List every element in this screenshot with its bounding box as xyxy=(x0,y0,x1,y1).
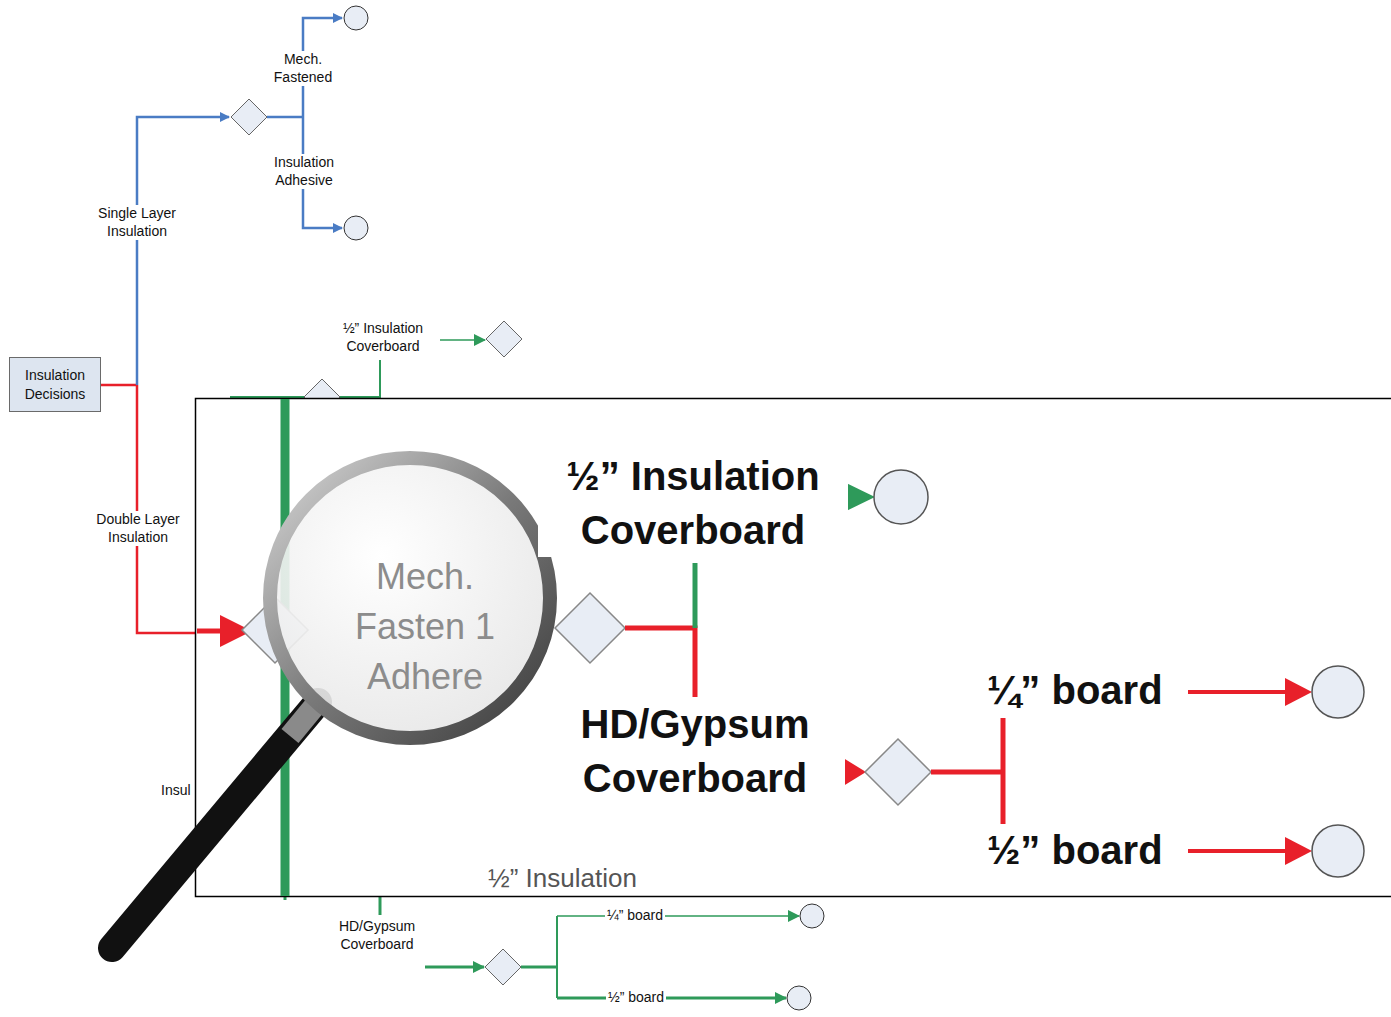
red-line xyxy=(1001,718,1006,824)
red-line xyxy=(1188,690,1290,694)
green-arrow xyxy=(440,339,485,341)
zoom-inset xyxy=(196,399,1391,897)
branch-label: Double Layer Insulation xyxy=(83,511,193,546)
blue-arrow xyxy=(137,117,229,385)
arrow-head xyxy=(1285,837,1312,865)
green-line xyxy=(521,966,557,969)
decision-diamond xyxy=(485,949,521,985)
end-circle xyxy=(787,986,811,1010)
green-arrow xyxy=(557,915,799,917)
zoom-label: ½” Insulation Coverboard xyxy=(538,449,848,557)
end-circle xyxy=(344,216,368,240)
branch-label: Mech. Fastened xyxy=(258,51,348,86)
magnified-text: Mech. Fasten 1 Adhere xyxy=(315,552,535,702)
decision-diamond xyxy=(486,321,522,357)
partial-label: Insul xyxy=(159,782,193,800)
process-box: Insulation Decisions xyxy=(9,357,101,412)
end-circle xyxy=(1312,825,1364,877)
end-circle xyxy=(1312,666,1364,718)
red-line xyxy=(1188,849,1290,853)
zoom-label: ¼” board xyxy=(985,665,1165,715)
arrow-head xyxy=(1285,678,1312,706)
red-line xyxy=(101,384,137,387)
decision-diamond xyxy=(865,739,931,805)
branch-label: ½” Insulation Coverboard xyxy=(328,320,438,355)
green-line xyxy=(230,360,380,397)
box-text: Insulation Decisions xyxy=(14,366,96,402)
branch-label: Single Layer Insulation xyxy=(82,205,192,240)
magnifier-handle xyxy=(112,702,318,948)
green-line xyxy=(693,563,698,628)
branch-label: Insulation Adhesive xyxy=(259,154,349,189)
zoom-label: ½” board xyxy=(985,825,1165,875)
end-circle xyxy=(800,904,824,928)
end-circle xyxy=(344,6,368,30)
branch-label: ½” board xyxy=(606,989,666,1007)
magnifier-lens xyxy=(270,458,550,738)
green-arrow xyxy=(425,966,484,969)
zoom-label: HD/Gypsum Coverboard xyxy=(545,697,845,805)
red-line xyxy=(625,628,695,697)
decision-diamond xyxy=(231,99,267,135)
branch-label: ¼” board xyxy=(605,907,665,925)
zoom-label: ½” Insulation xyxy=(486,862,639,895)
red-line xyxy=(931,770,1003,775)
green-arrow xyxy=(557,997,786,1000)
branch-label: HD/Gypsum Coverboard xyxy=(327,918,427,953)
blue-line xyxy=(267,116,303,119)
decision-diamond xyxy=(555,593,625,663)
green-line xyxy=(556,916,558,998)
end-circle xyxy=(874,470,928,524)
